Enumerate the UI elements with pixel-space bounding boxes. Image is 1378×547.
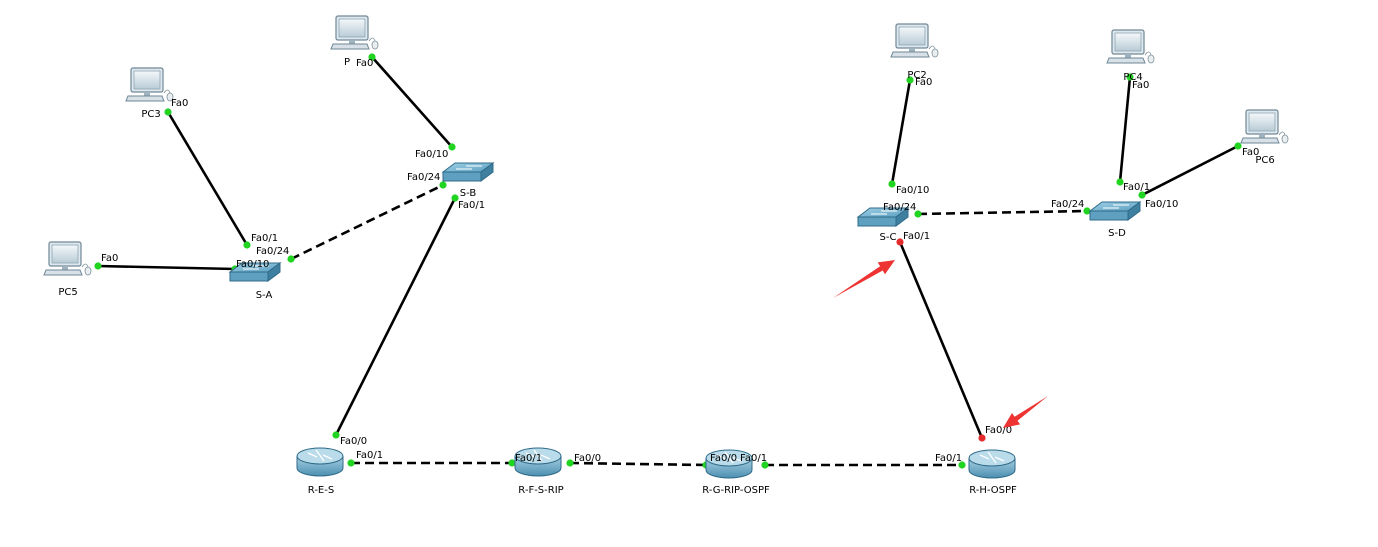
router-rh-icon[interactable] <box>968 449 1016 479</box>
port-label: Fa0 <box>1132 80 1149 91</box>
device-label-pc3: PC3 <box>141 109 160 120</box>
link-sc-rh[interactable] <box>898 241 984 439</box>
port-label: Fa0/1 <box>740 453 767 464</box>
port-status-dot <box>1126 73 1134 81</box>
pc-pc4-icon[interactable] <box>1106 29 1155 64</box>
port-label: Fa0 <box>356 58 373 69</box>
port-status-dot <box>1234 142 1242 150</box>
port-status-dot <box>761 461 769 469</box>
port-status-dot <box>978 434 986 442</box>
annotation-arrow-icon <box>1003 396 1048 428</box>
pc-pc5-icon[interactable] <box>43 241 92 276</box>
device-label-pc4: PC4 <box>1123 72 1142 83</box>
device-label-rfs: R-F-S-RIP <box>518 485 563 496</box>
port-status-dot <box>888 180 896 188</box>
port-label: Fa0/10 <box>236 259 269 270</box>
router-rg-icon[interactable] <box>705 449 753 479</box>
port-status-dot <box>566 459 574 467</box>
link-pc6-sd[interactable] <box>1141 144 1239 197</box>
device-label-pc_top_left: P <box>344 57 350 68</box>
switch-sc-icon[interactable] <box>856 207 910 227</box>
port-status-dot <box>896 238 904 246</box>
port-label: Fa0/1 <box>458 200 485 211</box>
port-status-dot <box>914 210 922 218</box>
link-pc4-sd[interactable] <box>1118 76 1132 183</box>
port-status-dot <box>94 262 102 270</box>
device-label-pc5: PC5 <box>58 287 77 298</box>
port-label: Fa0/24 <box>883 202 916 213</box>
port-label: Fa0 <box>101 253 118 264</box>
link-sb-res[interactable] <box>334 197 457 436</box>
port-status-dot <box>332 431 340 439</box>
link-pc_c-sc[interactable] <box>890 79 912 185</box>
device-label-sa: S-A <box>256 290 273 301</box>
annotation-arrow-icon <box>833 260 895 298</box>
switch-sa-icon[interactable] <box>228 262 282 282</box>
port-status-dot <box>439 181 447 189</box>
device-label-pc6: PC6 <box>1255 155 1274 166</box>
device-label-rg: R-G-RIP-OSPF <box>702 485 770 496</box>
port-status-dot <box>1138 191 1146 199</box>
port-status-dot <box>1083 207 1091 215</box>
port-label: Fa0/10 <box>415 149 448 160</box>
port-label: Fa0/0 <box>574 453 601 464</box>
port-status-dot <box>448 143 456 151</box>
router-rfs-icon[interactable] <box>514 447 562 477</box>
port-label: Fa0/1 <box>903 231 930 242</box>
link-pc_top_left-sb[interactable] <box>371 56 453 148</box>
port-label: Fa0/1 <box>935 453 962 464</box>
device-label-res: R-E-S <box>308 485 334 496</box>
device-label-pc_c: PC2 <box>907 70 926 81</box>
link-pc5-sa[interactable] <box>97 264 236 271</box>
port-status-dot <box>906 76 914 84</box>
port-label: Fa0/24 <box>407 172 440 183</box>
device-label-sd: S-D <box>1108 228 1126 239</box>
port-label: Fa0/1 <box>356 450 383 461</box>
port-status-dot <box>347 459 355 467</box>
port-label: Fa0 <box>1242 147 1259 158</box>
device-label-sc: S-C <box>880 232 897 243</box>
port-label: Fa0/24 <box>1051 199 1084 210</box>
port-label: Fa0 <box>915 77 932 88</box>
port-status-dot <box>368 53 376 61</box>
device-label-rh: R-H-OSPF <box>969 485 1017 496</box>
pc-pc_top_left-icon[interactable] <box>330 15 379 50</box>
link-pc3-sa[interactable] <box>166 111 249 246</box>
pc-pc_c-icon[interactable] <box>890 23 939 58</box>
pc-pc3-icon[interactable] <box>125 67 174 102</box>
port-label: Fa0/24 <box>256 246 289 257</box>
port-label: Fa0/10 <box>896 185 929 196</box>
port-label: Fa0/0 <box>340 436 367 447</box>
port-status-dot <box>243 241 251 249</box>
link-sa-sb[interactable] <box>290 183 444 261</box>
port-label: Fa0/10 <box>1145 199 1178 210</box>
router-res-icon[interactable] <box>296 447 344 477</box>
port-status-dot <box>164 108 172 116</box>
port-label: Fa0 <box>171 98 188 109</box>
link-sc-sd[interactable] <box>917 209 1088 216</box>
port-status-dot <box>287 255 295 263</box>
link-rfs-rg[interactable] <box>569 461 707 467</box>
port-label: Fa0/1 <box>515 453 542 464</box>
switch-sd-icon[interactable] <box>1088 201 1142 221</box>
port-label: Fa0/0 <box>710 453 737 464</box>
port-label: Fa0/1 <box>1123 182 1150 193</box>
switch-sb-icon[interactable] <box>441 162 495 182</box>
port-label: Fa0/1 <box>251 233 278 244</box>
pc-pc6-icon[interactable] <box>1240 109 1289 144</box>
device-label-sb: S-B <box>460 188 477 199</box>
port-status-dot <box>1116 178 1124 186</box>
port-status-dot <box>508 459 516 467</box>
port-status-dot <box>451 194 459 202</box>
port-status-dot <box>958 461 966 469</box>
port-label: Fa0/0 <box>985 425 1012 436</box>
